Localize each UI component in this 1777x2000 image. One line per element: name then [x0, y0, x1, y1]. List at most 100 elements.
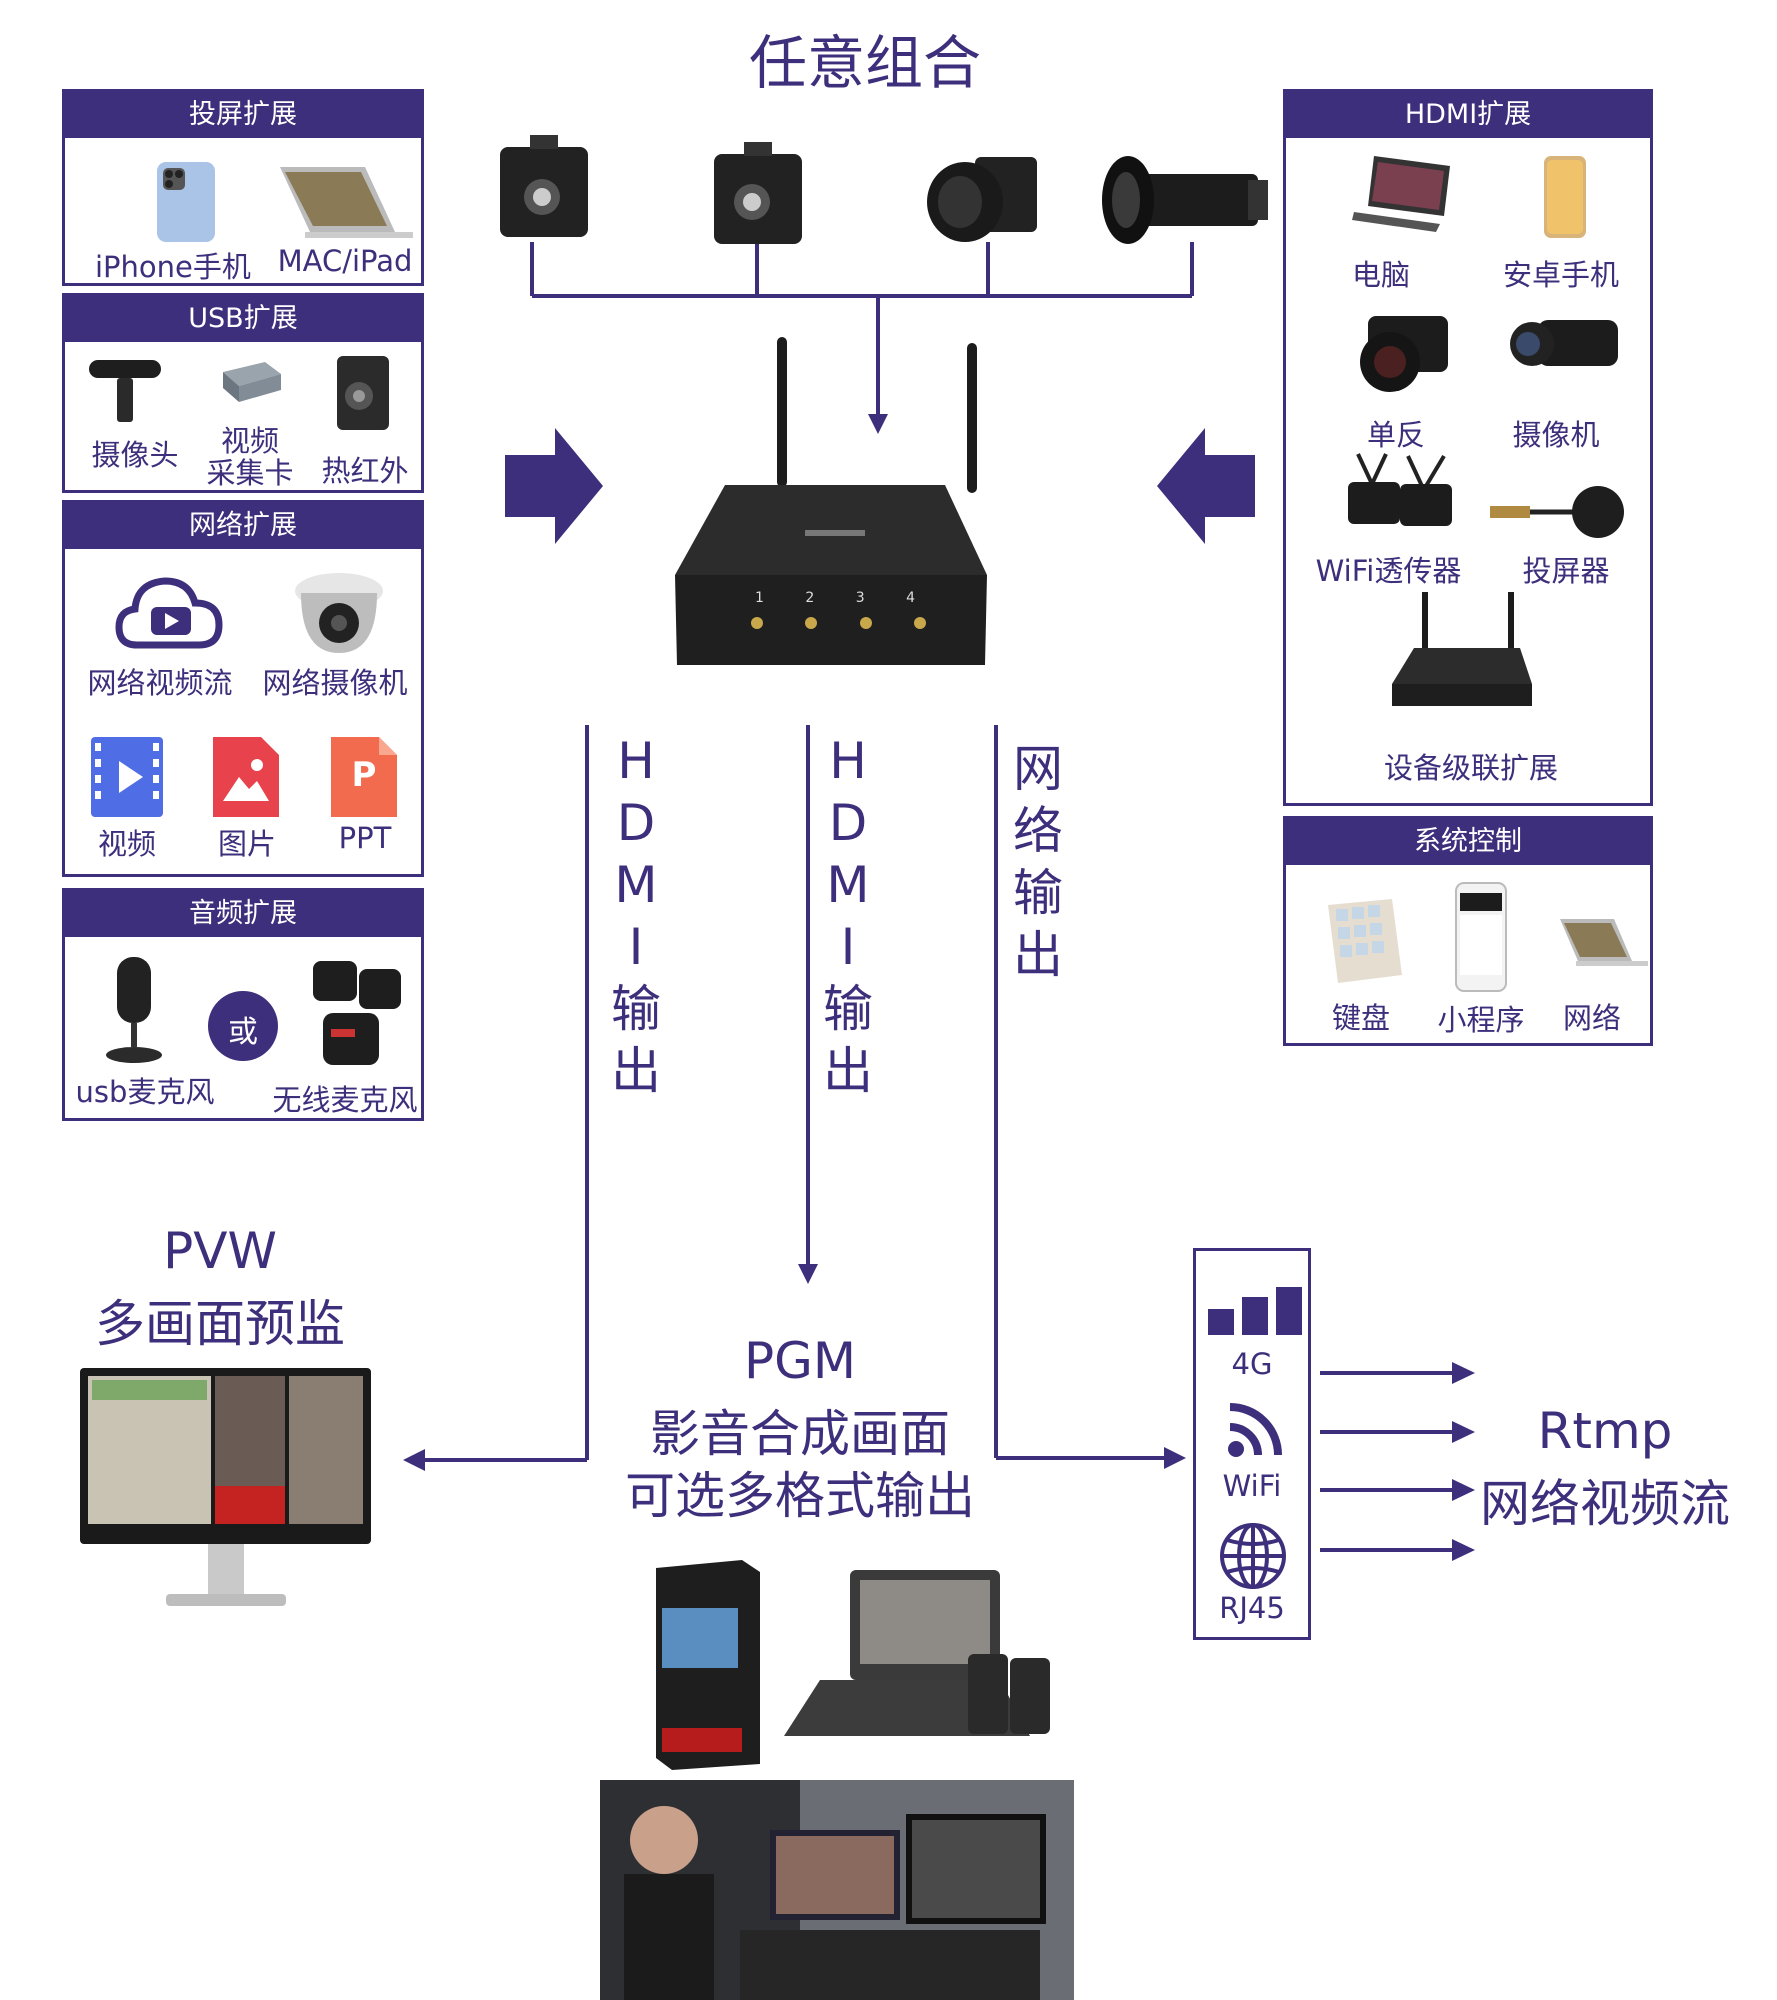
item-label: iPhone手机 — [95, 250, 251, 284]
android-phone-icon — [1542, 154, 1588, 240]
dome-camera-icon — [293, 569, 385, 655]
usb-panel: USB扩展 摄像头 视频 采集卡 热红外 — [62, 293, 424, 493]
screen-cast-panel: 投屏扩展 iPhone手机 MAC/iPad — [62, 89, 424, 286]
port-connector-icon — [913, 617, 926, 629]
mobile-app-icon — [1454, 881, 1508, 993]
panel-header: 音频扩展 — [65, 891, 421, 937]
port-label: 3 — [855, 590, 865, 606]
hdmi-output-label: H D M I 输 出 — [818, 730, 878, 1102]
usb-microphone-icon — [99, 955, 169, 1067]
item-label: 设备级联扩展 — [1383, 751, 1558, 785]
item-label: 无线麦克风 — [272, 1083, 418, 1117]
network-type-label: RJ45 — [1219, 1591, 1285, 1625]
panel-header: 投屏扩展 — [65, 92, 421, 138]
item-label: 投屏器 — [1522, 554, 1610, 588]
item-label: 网络 — [1562, 1001, 1621, 1035]
port-connector-icon — [805, 617, 818, 629]
network-output-char: 网 — [1013, 740, 1063, 798]
item-label: MAC/iPad — [277, 244, 413, 278]
network-output-char: 输 — [1013, 864, 1063, 922]
box-camera-icon — [708, 140, 808, 250]
encoder-device-icon — [652, 1558, 764, 1772]
item-label: 采集卡 — [206, 456, 294, 490]
item-label: 摄像头 — [91, 438, 179, 472]
rtmp-subtitle: 网络视频流 — [1480, 1475, 1730, 1533]
video-file-icon — [89, 735, 165, 819]
item-label: 小程序 — [1437, 1003, 1525, 1037]
laptop-icon — [1556, 915, 1650, 971]
item-label: 网络视频流 — [87, 666, 233, 700]
camcorder-icon — [1508, 310, 1624, 384]
item-label: 网络摄像机 — [262, 666, 408, 700]
item-label: 安卓手机 — [1502, 258, 1619, 292]
wireless-microphone-icon — [309, 955, 405, 1071]
capture-card-icon — [215, 358, 285, 414]
zoom-lens-camera-icon — [1098, 152, 1268, 247]
port-label: 4 — [906, 590, 915, 606]
or-label: 或 — [228, 1015, 258, 1050]
diagram-title: 任意组合 — [748, 29, 981, 97]
item-label: 热红外 — [321, 454, 409, 488]
network-panel: 网络扩展 网络视频流 网络摄像机 P 视频 图片 PPT — [62, 500, 424, 877]
hdmi-output-char: M — [826, 856, 870, 914]
image-file-icon — [211, 735, 281, 819]
hdmi-output-char: 出 — [823, 1042, 873, 1100]
lens-camera-icon — [920, 152, 1045, 247]
macbook-icon — [275, 162, 415, 244]
preview-monitor-icon — [78, 1366, 373, 1614]
or-badge: 或 — [208, 991, 278, 1061]
webcam-icon — [85, 356, 165, 428]
panel-header: 网络扩展 — [65, 503, 421, 549]
audio-panel: 音频扩展 或 usb麦克风 无线麦克风 — [62, 888, 424, 1121]
network-interface-box: 4G WiFi RJ45 — [1193, 1248, 1311, 1640]
keyboard-icon — [1322, 895, 1406, 987]
hdmi-output-char: D — [828, 794, 868, 852]
item-label: 电脑 — [1351, 258, 1410, 292]
hdmi-output-char: 输 — [823, 980, 873, 1038]
item-label: 视频 — [220, 424, 279, 458]
hdmi-output-char: I — [628, 918, 644, 976]
item-label: 图片 — [217, 827, 276, 861]
rtmp-title: Rtmp — [1537, 1402, 1673, 1460]
portable-switcher-icon — [780, 1568, 1068, 1742]
editing-studio-photo — [600, 1780, 1074, 2000]
port-connector-icon — [751, 617, 763, 629]
wifi-icon — [1226, 1403, 1286, 1459]
hdmi-output-char: 出 — [611, 1042, 661, 1100]
switcher-device-icon: 1 2 3 4 — [665, 335, 987, 680]
network-type-label: 4G — [1231, 1347, 1273, 1381]
iphone-icon — [155, 160, 217, 244]
panel-header: HDMI扩展 — [1286, 92, 1650, 138]
hdmi-output-char: H — [829, 732, 867, 790]
globe-icon — [1218, 1521, 1288, 1591]
cellular-signal-icon — [1206, 1285, 1304, 1337]
hdmi-panel: HDMI扩展 电脑 安卓手机 单反 摄像机 WiFi透传器 投屏器 设备级联扩展 — [1283, 89, 1653, 806]
item-label: 视频 — [97, 827, 156, 861]
item-label: 键盘 — [1331, 1001, 1390, 1035]
pvw-title: PVW — [163, 1222, 277, 1280]
screen-dongle-icon — [1486, 484, 1626, 542]
dslr-camera-icon — [1348, 306, 1452, 396]
ppt-file-icon: P — [329, 735, 399, 819]
hdmi-output-char: 输 — [611, 980, 661, 1038]
item-label: PPT — [338, 821, 392, 855]
item-label: WiFi透传器 — [1315, 554, 1462, 588]
cascade-device-icon — [1386, 590, 1536, 710]
port-label: 2 — [805, 590, 815, 606]
pvw-subtitle: 多画面预监 — [95, 1295, 345, 1353]
cloud-video-icon — [115, 573, 225, 653]
thermal-camera-icon — [333, 350, 393, 434]
system-control-panel: 系统控制 键盘 小程序 网络 — [1283, 816, 1653, 1046]
hdmi-output-char: M — [614, 856, 658, 914]
hdmi-output-char: D — [616, 794, 656, 852]
pgm-description: 可选多格式输出 — [625, 1467, 975, 1525]
panel-header: 系统控制 — [1286, 819, 1650, 865]
item-label: usb麦克风 — [75, 1075, 215, 1109]
hdmi-output-char: I — [840, 918, 856, 976]
port-connector-icon — [859, 617, 872, 629]
network-output-char: 出 — [1013, 926, 1063, 984]
panel-header: USB扩展 — [65, 296, 421, 342]
network-output-char: 络 — [1013, 802, 1063, 860]
box-camera-icon — [494, 133, 594, 243]
pgm-title: PGM — [743, 1332, 857, 1390]
